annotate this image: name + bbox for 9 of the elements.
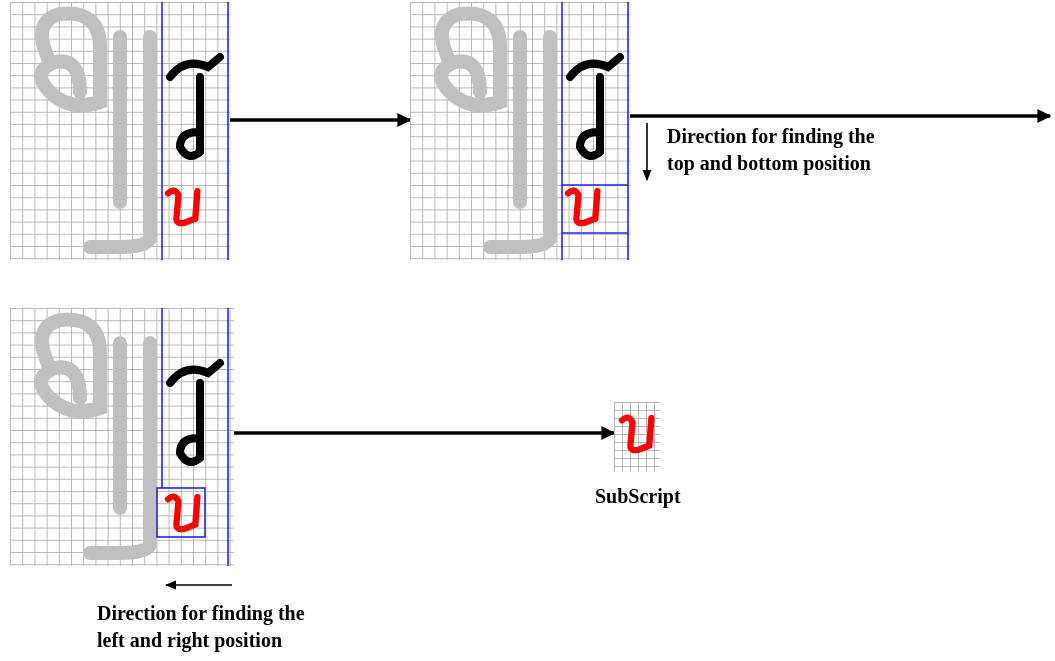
glyph-grid-drawing [410,2,630,260]
caption-text: SubScript [595,484,681,510]
arrow [630,109,1052,123]
arrow [230,113,412,127]
glyph-grid-drawing [10,2,230,260]
arrow [234,426,616,440]
glyph-grid-drawing [10,308,234,566]
direction-label: Direction for finding the top and bottom position [667,124,876,177]
direction-label: Direction for finding the left and right position [97,601,306,654]
